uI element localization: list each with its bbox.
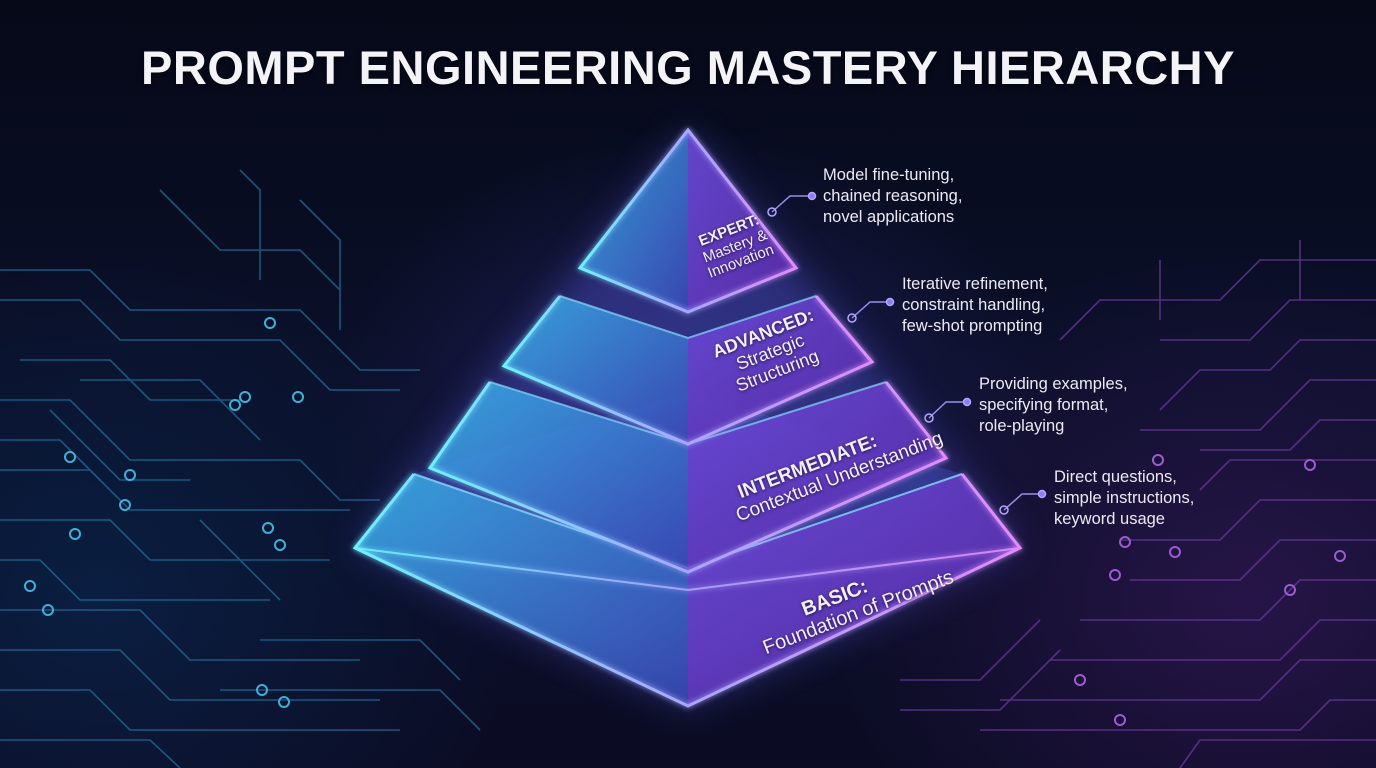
callout-connector-dots bbox=[767, 191, 1047, 515]
callout-line: Providing examples, bbox=[979, 375, 1128, 393]
callout-connectors bbox=[771, 195, 1042, 511]
tier-advanced-shape bbox=[501, 295, 875, 446]
callout-line: specifying format, bbox=[979, 396, 1109, 414]
callout-line: Direct questions, bbox=[1054, 468, 1177, 486]
callout-intermediate: Providing examples, specifying format, r… bbox=[979, 374, 1128, 437]
callout-line: Model fine-tuning, bbox=[823, 166, 955, 184]
tier-expert-shape bbox=[577, 127, 799, 314]
callout-line: chained reasoning, bbox=[823, 187, 963, 205]
callout-advanced: Iterative refinement, constraint handlin… bbox=[902, 274, 1048, 337]
callout-line: keyword usage bbox=[1054, 510, 1165, 528]
callout-line: simple instructions, bbox=[1054, 489, 1195, 507]
callout-line: few-shot prompting bbox=[902, 317, 1043, 335]
callout-basic: Direct questions, simple instructions, k… bbox=[1054, 467, 1194, 530]
callout-expert: Model fine-tuning, chained reasoning, no… bbox=[823, 165, 962, 228]
circuit-pads-left bbox=[24, 317, 304, 708]
circuit-pads-right bbox=[1074, 454, 1346, 726]
page-title: PROMPT ENGINEERING MASTERY HIERARCHY bbox=[141, 41, 1235, 94]
callout-line: novel applications bbox=[823, 208, 955, 226]
tier-intermediate-shape bbox=[427, 381, 949, 574]
circuit-traces-right bbox=[900, 240, 1376, 768]
callout-line: role-playing bbox=[979, 417, 1065, 435]
callout-line: Iterative refinement, bbox=[902, 275, 1048, 293]
callout-line: constraint handling, bbox=[902, 296, 1046, 314]
circuit-traces-left bbox=[0, 169, 481, 768]
